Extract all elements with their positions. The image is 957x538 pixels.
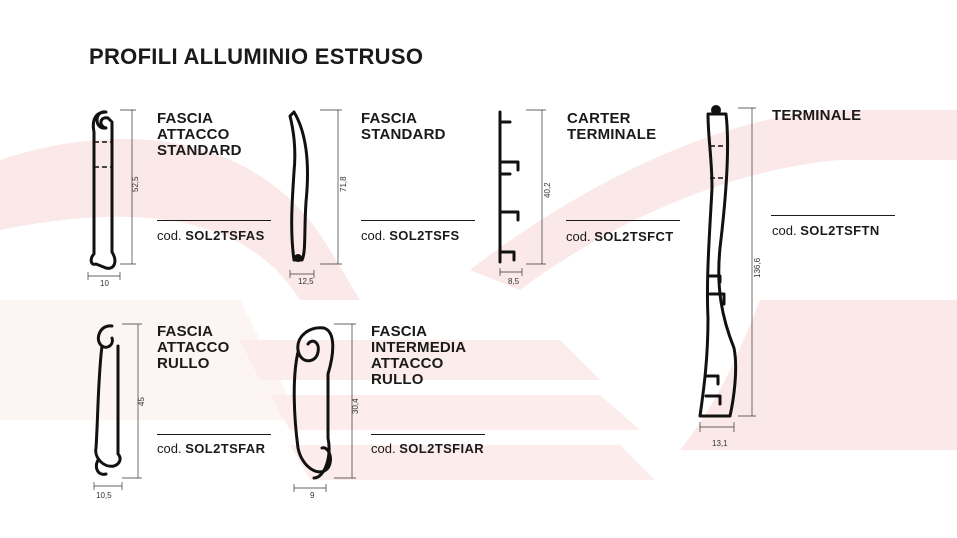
divider-line — [361, 220, 475, 221]
height-dimension: 71,8 — [339, 176, 348, 192]
divider-line — [157, 434, 271, 435]
divider-line — [371, 434, 485, 435]
height-dimension: 45 — [137, 397, 146, 406]
product-code-sol2tsfas: cod. SOL2TSFAS — [157, 228, 265, 243]
product-code-sol2tsftn: cod. SOL2TSFTN — [772, 223, 880, 238]
page-title: PROFILI ALLUMINIO ESTRUSO — [89, 44, 424, 69]
product-code-sol2tsfs: cod. SOL2TSFS — [361, 228, 460, 243]
profile-drawing-fascia-standard: 71,8 12,5 — [288, 109, 348, 286]
width-dimension: 13,1 — [712, 439, 728, 448]
divider-line — [771, 215, 895, 216]
profile-drawing-terminale: 136,6 13,1 — [698, 105, 762, 448]
height-dimension: 40,2 — [543, 182, 552, 198]
width-dimension: 12,5 — [298, 277, 314, 286]
width-dimension: 9 — [310, 491, 315, 500]
width-dimension: 10 — [100, 279, 109, 288]
width-dimension: 10,5 — [96, 491, 112, 500]
height-dimension: 30,4 — [351, 398, 360, 414]
product-code-sol2tsfar: cod. SOL2TSFAR — [157, 441, 266, 456]
product-code-sol2tsfiar: cod. SOL2TSFIAR — [371, 441, 485, 456]
profile-drawing-fascia-attacco-standard: 52,5 10 — [87, 109, 140, 288]
width-dimension: 8,5 — [508, 277, 520, 286]
divider-line — [157, 220, 271, 221]
height-dimension: 52,5 — [131, 176, 140, 192]
height-dimension: 136,6 — [753, 257, 762, 278]
divider-line — [566, 220, 680, 221]
profile-drawing-carter-terminale: 40,2 8,5 — [498, 109, 552, 286]
product-code-sol2tsfct: cod. SOL2TSFCT — [566, 229, 674, 244]
profile-drawing-fascia-intermedia-attacco-rullo: 30,4 9 — [292, 323, 360, 500]
profile-name-terminale: TERMINALE — [772, 107, 862, 124]
profile-drawing-fascia-attacco-rullo: 45 10,5 — [93, 323, 146, 500]
